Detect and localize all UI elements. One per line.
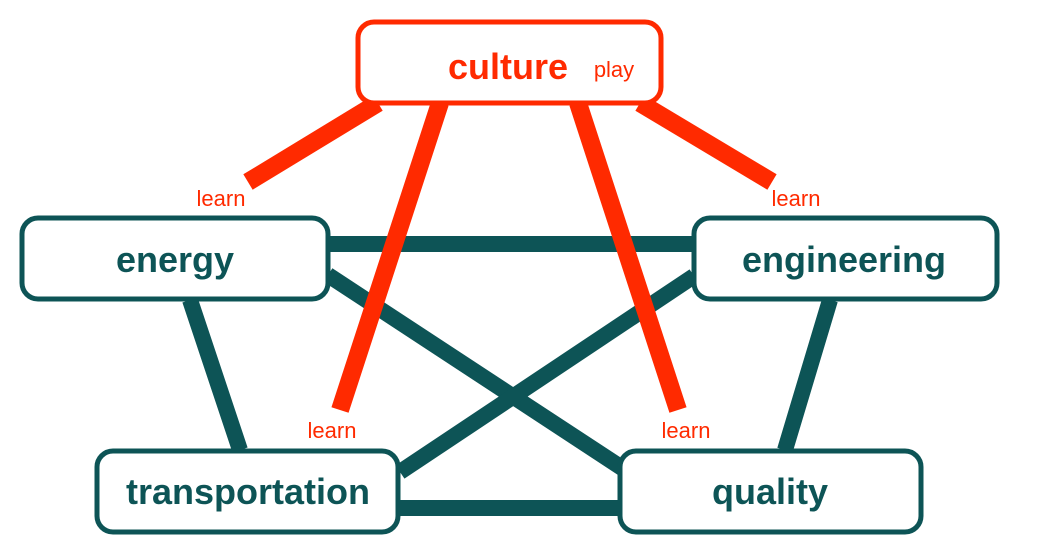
edge-label-culture-quality: learn: [662, 418, 711, 443]
edge-label-culture-transportation: learn: [308, 418, 357, 443]
node-transportation-label: transportation: [126, 471, 370, 512]
node-quality-label: quality: [712, 471, 828, 512]
edge-culture-quality: [569, 100, 687, 413]
node-engineering-box: [691, 215, 1000, 302]
node-culture: culture play: [355, 19, 664, 106]
node-energy-label: energy: [116, 239, 234, 280]
node-culture-label: culture: [448, 46, 568, 87]
node-culture-tag: play: [594, 57, 634, 82]
edge-label-culture-engineering: learn: [772, 186, 821, 211]
edge-label-culture-energy: learn: [197, 186, 246, 211]
node-transportation-box: [94, 448, 401, 535]
node-transportation: transportation: [94, 448, 401, 535]
edge-culture-engineering: [635, 95, 777, 190]
node-energy: energy: [19, 215, 331, 302]
edge-culture-transportation: [331, 100, 449, 413]
node-quality-box: [617, 448, 924, 535]
node-quality: quality: [617, 448, 924, 535]
node-engineering-label: engineering: [742, 239, 946, 280]
node-engineering: engineering: [691, 215, 1000, 302]
edge-energy-transportation: [182, 297, 248, 453]
edge-engineering-quality: [777, 297, 838, 453]
node-energy-box: [19, 215, 331, 302]
red-connections: [243, 95, 777, 413]
node-culture-box: [355, 19, 664, 106]
edge-culture-energy: [243, 95, 383, 190]
